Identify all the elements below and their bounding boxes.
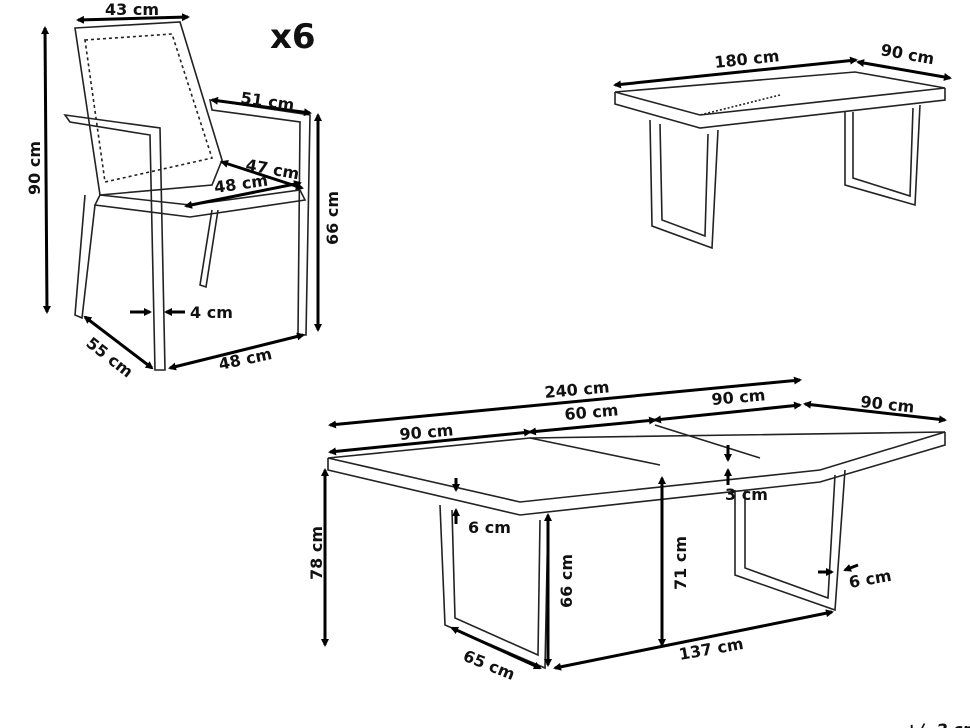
tolerance-label: +/- 2 cm [905, 720, 970, 728]
table-closed-width-label: 90 cm [879, 40, 935, 68]
table-section-right-label: 90 cm [711, 385, 766, 409]
chair-back-width-label: 43 cm [105, 0, 159, 19]
chair-drawing [63, 21, 311, 371]
quantity-label: x6 [270, 17, 316, 57]
chair-depth-label: 55 cm [83, 333, 137, 381]
table-leg-thickness-label: 6 cm [847, 566, 893, 592]
chair-height-label: 90 cm [25, 141, 44, 195]
table-section-left-label: 90 cm [399, 420, 454, 444]
table-apron-thickness-label: 3 cm [725, 485, 768, 504]
chair-armrest-depth-label: 51 cm [239, 88, 295, 114]
table-top-thickness-label: 6 cm [468, 518, 511, 537]
table-extended-width-label: 90 cm [860, 392, 916, 417]
chair-seat-width-label: 48 cm [213, 171, 269, 197]
chair-leg-thickness-label: 4 cm [190, 303, 233, 322]
table-apron-height-label: 71 cm [671, 536, 690, 590]
chair-armrest-height-label: 66 cm [323, 191, 342, 245]
dimension-arrows [41, 13, 952, 671]
table-leg-clearance-label: 66 cm [557, 554, 576, 608]
table-extended-drawing [327, 424, 946, 670]
chair-width-label: 48 cm [217, 344, 274, 374]
table-closed-drawing [614, 71, 946, 250]
table-section-middle-label: 60 cm [564, 400, 619, 424]
table-leg-span-label: 137 cm [677, 634, 744, 664]
table-height-label: 78 cm [307, 526, 326, 580]
